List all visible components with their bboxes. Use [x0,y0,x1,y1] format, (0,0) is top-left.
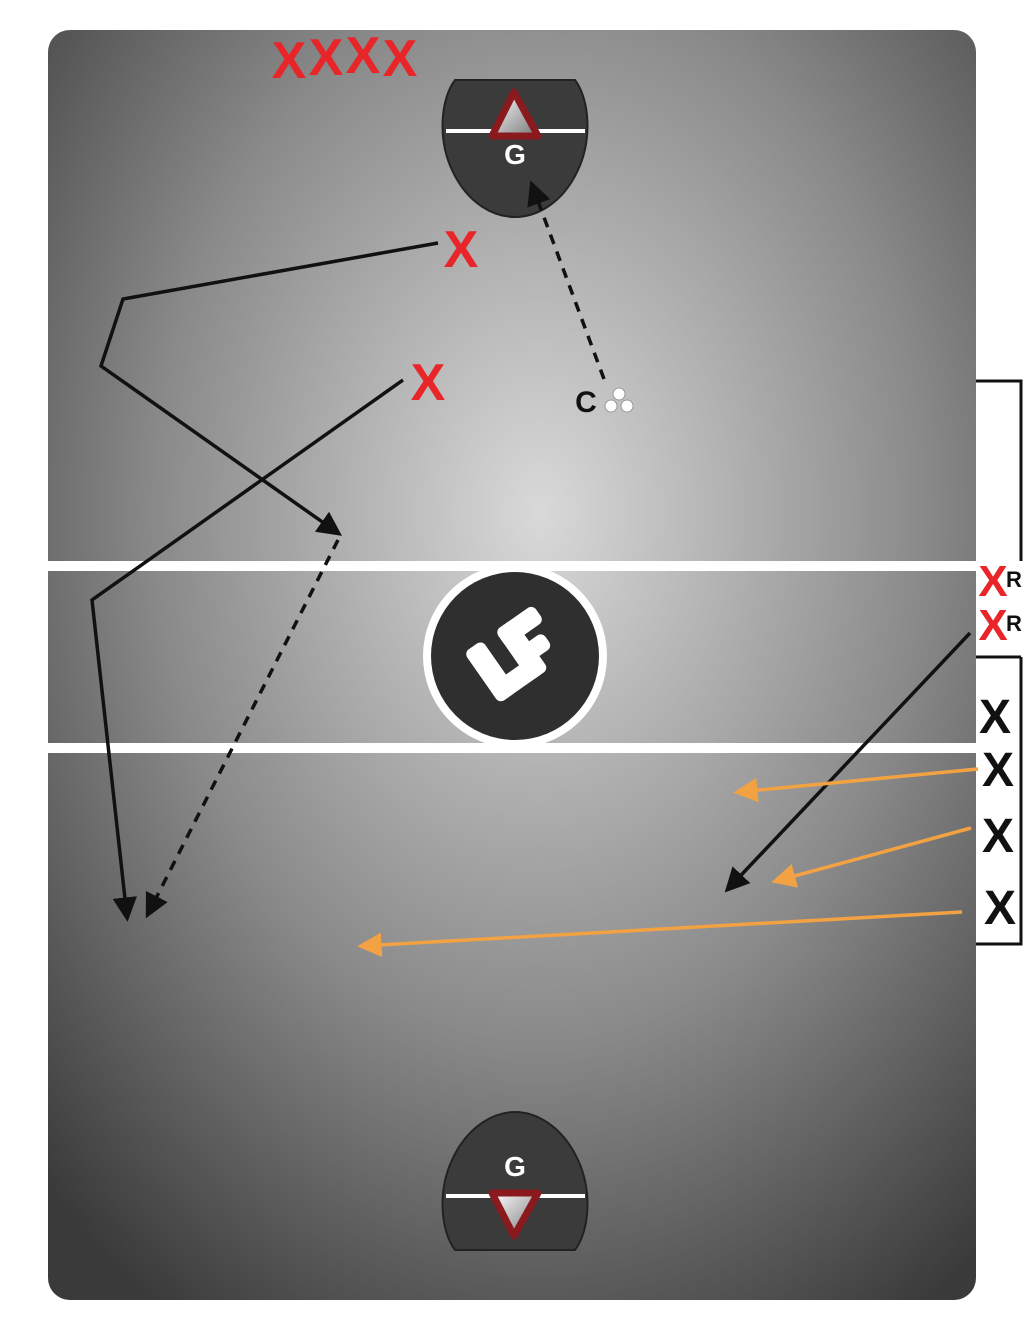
orange-path-2 [771,826,972,888]
restraining-line-bottom [48,743,978,753]
coach-label: C [575,386,597,419]
lf-logo-icon [423,564,607,748]
bottom-goal-label: G [504,1151,526,1182]
red-player-line-1: X [272,32,307,90]
coach: C [575,386,634,419]
red-player-line-2: X [309,29,344,87]
black-player-1: X [979,691,1011,744]
red-player-line-3: X [346,27,381,85]
red-player-sideline-1: X [978,557,1007,606]
black-player-4: X [984,882,1016,935]
top-goal-icon [488,88,542,140]
cut-path-2 [90,378,405,922]
top-goal-crease: G [441,79,589,219]
red-player-2: X [411,354,446,412]
bottom-goal-icon [488,1189,542,1240]
black-player-3: X [982,810,1014,863]
sideline-marker-2: R [1006,611,1022,636]
top-goal-label: G [504,139,526,170]
sideline-marker-1: R [1006,567,1022,592]
red-player-sideline-2: X [978,601,1007,650]
red-player-line-4: X [383,30,418,88]
balls-icon [604,387,634,413]
substitution-box [976,379,1023,946]
black-player-2: X [982,744,1014,797]
cut-path-3 [724,631,972,893]
pass-path-dashed-1 [145,539,340,919]
cut-path-1 [98,241,439,536]
orange-path-3 [357,910,963,958]
bottom-goal-crease: G [441,1110,589,1251]
red-player-1: X [444,221,479,279]
substitution-box-middle [976,561,1024,657]
orange-path-1 [733,767,979,803]
